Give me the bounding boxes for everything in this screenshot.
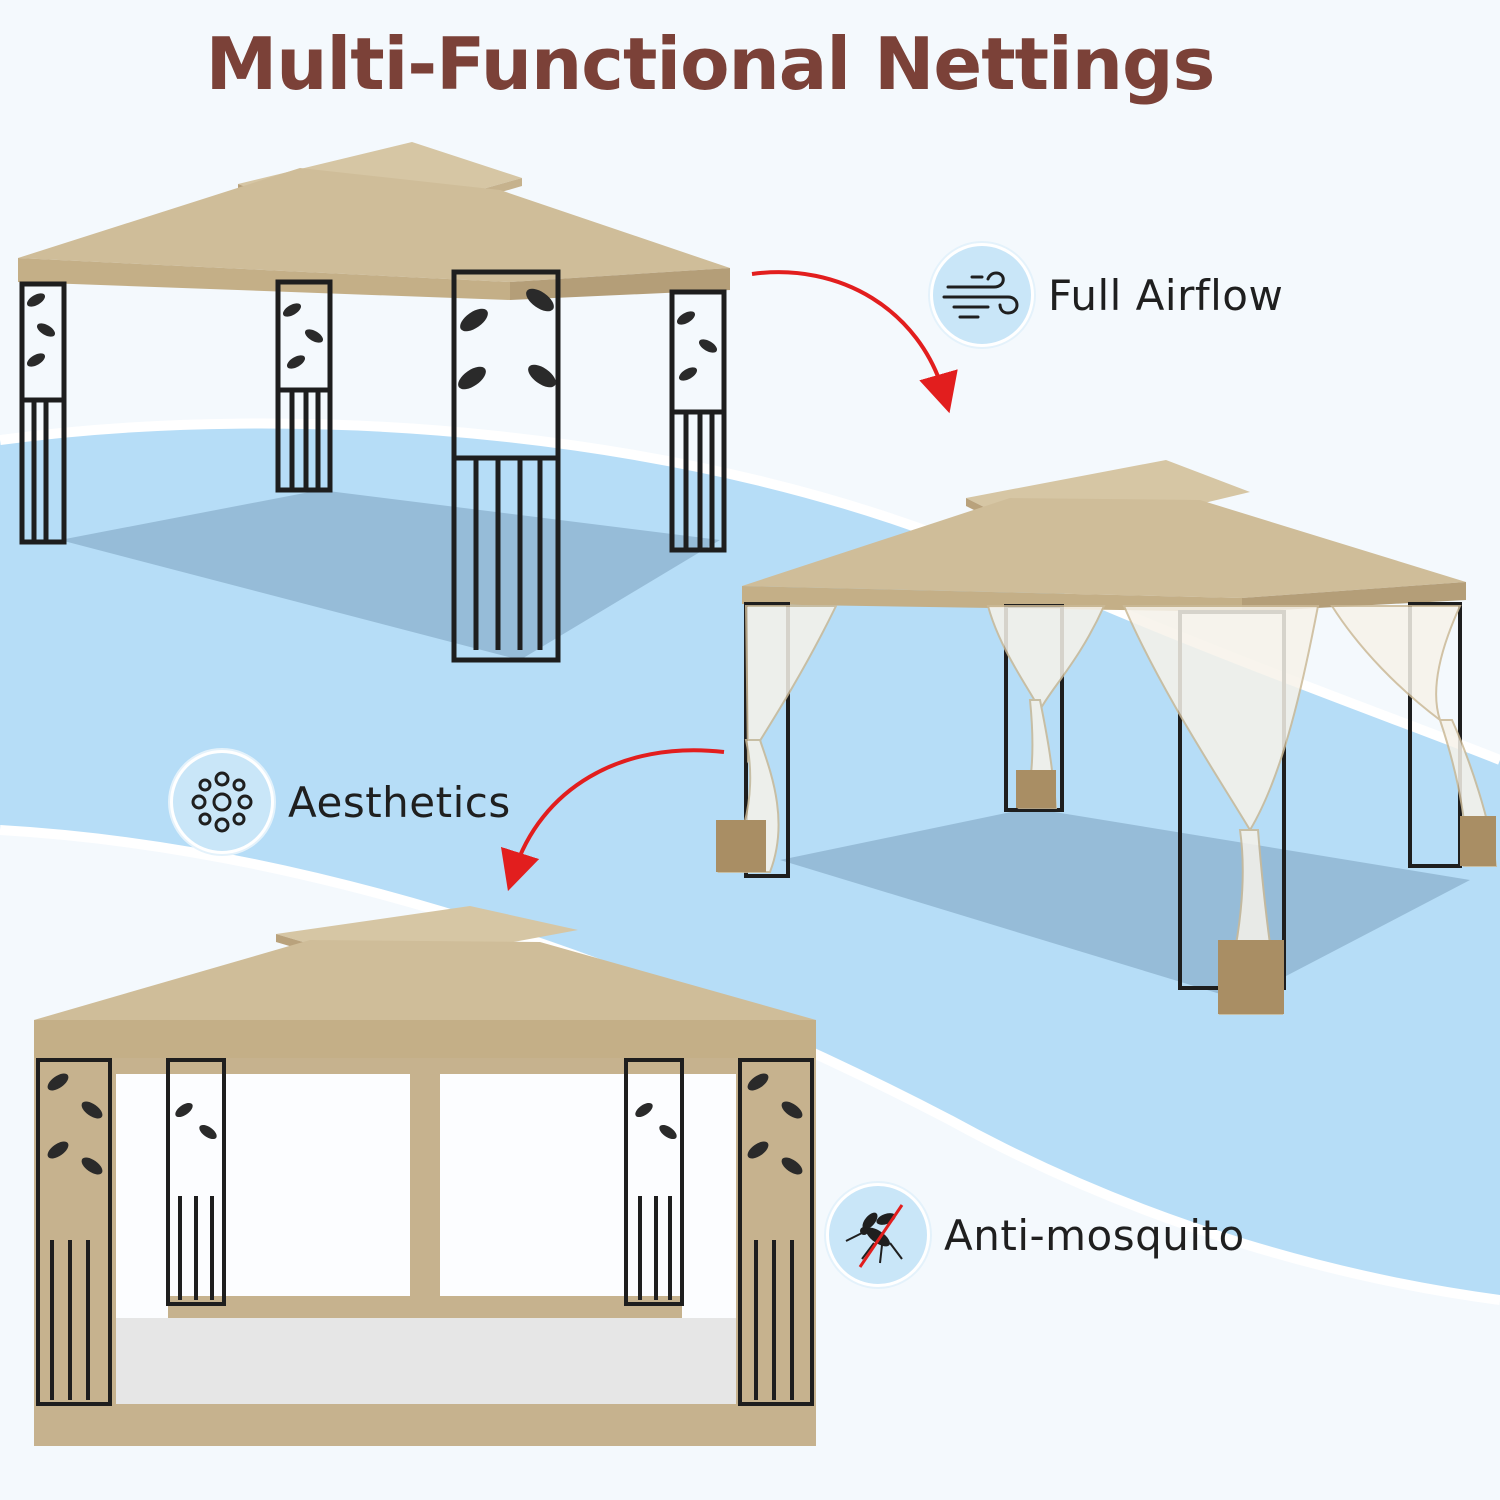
ground-shadow xyxy=(780,808,1470,1000)
feature-label: Aesthetics xyxy=(288,777,511,827)
gazebo-enclosed xyxy=(34,906,816,1446)
wind-icon xyxy=(930,243,1034,347)
no-mosquito-icon xyxy=(826,1183,930,1287)
white-wave-line-bottom xyxy=(0,825,1500,1305)
ground-shadow xyxy=(60,490,720,660)
arrow-open-to-tied xyxy=(751,270,958,414)
gazebo-curtains-tied xyxy=(716,460,1498,1015)
page-title: Multi-Functional Nettings xyxy=(205,22,1216,106)
feature-aesthetics: Aesthetics xyxy=(170,750,511,854)
gazebo-open xyxy=(18,142,730,663)
arrow-tied-to-enclosed xyxy=(500,748,725,892)
feature-label: Full Airflow xyxy=(1048,270,1284,320)
feature-full-airflow: Full Airflow xyxy=(930,243,1283,347)
pattern-icon xyxy=(170,750,274,854)
white-wave-line xyxy=(0,418,1500,765)
feature-anti-mosquito: Anti-mosquito xyxy=(826,1183,1245,1287)
feature-label: Anti-mosquito xyxy=(944,1210,1245,1260)
